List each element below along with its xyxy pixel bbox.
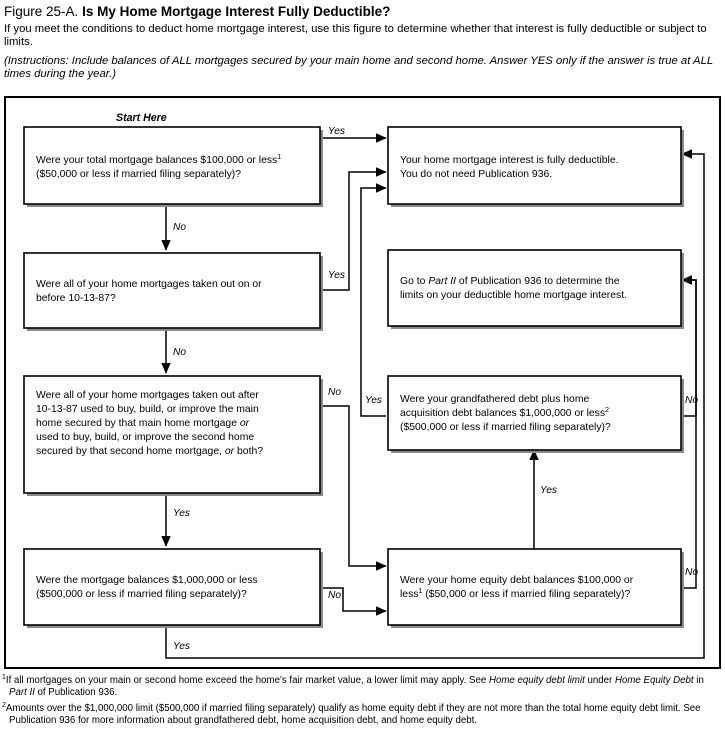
footnote-1-text-d: of Publication 936.	[34, 686, 118, 698]
edge-q3-no	[321, 405, 387, 571]
page-title: Figure 25-A. Is My Home Mortgage Interes…	[4, 4, 719, 20]
footnote-1-italic-3: Part II	[9, 686, 35, 698]
node-q4-line2: ($500,000 or less if married filing sepa…	[36, 589, 247, 600]
footnote-1-italic-2: Home Equity Debt	[614, 675, 694, 687]
footnote-2-marker: 2	[2, 702, 6, 710]
node-q2-line2: before 10-13-87?	[36, 293, 116, 304]
edge-label-q5-yes: Yes	[365, 395, 382, 406]
node-r1-line2: You do not need Publication 936.	[400, 169, 552, 180]
edge-label-q1-yes: Yes	[328, 126, 345, 137]
node-q4-line1: Were the mortgage balances $1,000,000 or…	[36, 575, 258, 586]
node-q6[interactable]: Were your home equity debt balances $100…	[387, 548, 684, 628]
node-q3[interactable]: Were all of your home mortgages taken ou…	[23, 375, 323, 496]
node-q3-line4: used to buy, build, or improve the secon…	[36, 432, 254, 443]
node-q4[interactable]: Were the mortgage balances $1,000,000 or…	[23, 548, 323, 628]
node-q1-line1: Were your total mortgage balances $100,0…	[36, 154, 281, 166]
edge-label-q3-no: No	[328, 387, 341, 398]
flowchart-frame: Start Here Were your total mortgage bala…	[4, 96, 721, 669]
node-r2-line2: limits on your deductible home mortgage …	[400, 290, 627, 301]
node-q2[interactable]: Were all of your home mortgages taken ou…	[23, 252, 323, 331]
start-here-label: Start Here	[116, 112, 167, 124]
edge-label-q1-no: No	[173, 222, 186, 233]
node-q6-line1: Were your home equity debt balances $100…	[400, 575, 634, 586]
node-q5[interactable]: Were your grandfathered debt plus home a…	[387, 375, 684, 453]
footnote-1-text-c: in	[693, 675, 704, 687]
node-r2-line1: Go to Part II of Publication 936 to dete…	[400, 276, 620, 287]
node-q5-line3: ($500,000 or less if married filing sepa…	[400, 422, 611, 433]
figure-instructions: (Instructions: Include balances of ALL m…	[4, 54, 713, 81]
node-r1-line1: Your home mortgage interest is fully ded…	[400, 155, 619, 166]
flowchart-svg: Start Here Were your total mortgage bala…	[23, 112, 705, 659]
edge-label-q3-yes: Yes	[173, 508, 190, 519]
edge-q6-no	[681, 275, 697, 589]
node-q2-line1: Were all of your home mortgages taken ou…	[36, 279, 262, 290]
footnote-1-italic-1: Home equity debt limit	[488, 675, 585, 687]
node-q5-line2: acquisition debt balances $1,000,000 or …	[400, 407, 609, 419]
node-r1[interactable]: Your home mortgage interest is fully ded…	[387, 126, 684, 207]
node-q1-line2: ($50,000 or less if married filing separ…	[36, 169, 241, 180]
footnote-2: 2Amounts over the $1,000,000 limit ($500…	[2, 700, 723, 726]
edge-label-q5-no: No	[685, 395, 698, 406]
node-q6-line2: less1 ($50,000 or less if married filing…	[400, 588, 631, 600]
edge-label-q2-no: No	[173, 347, 186, 358]
figure-label: Figure 25-A.	[4, 4, 79, 19]
flow-edges	[161, 133, 705, 659]
edge-label-q6-no: No	[685, 567, 698, 578]
footnote-1: 1If all mortgages on your main or second…	[2, 672, 723, 698]
edge-label-q4-no: No	[328, 590, 341, 601]
footnote-1-marker: 1	[2, 674, 6, 681]
edge-q2-yes	[321, 167, 387, 291]
node-q1[interactable]: Were your total mortgage balances $100,0…	[23, 126, 323, 207]
edge-q4-yes	[165, 149, 705, 659]
flow-edge-labels: Yes No Yes No No Yes No Yes Yes No Yes N…	[173, 126, 698, 652]
node-q5-line1: Were your grandfathered debt plus home	[400, 394, 589, 405]
footnote-1-text-a: If all mortgages on your main or second …	[5, 675, 489, 687]
figure-intro: If you meet the conditions to deduct hom…	[4, 23, 707, 49]
figure-header: Figure 25-A. Is My Home Mortgage Interes…	[0, 0, 725, 82]
edge-label-q2-yes: Yes	[328, 270, 345, 281]
edge-q5-yes	[360, 183, 387, 417]
figure-title-text: Is My Home Mortgage Interest Fully Deduc…	[82, 4, 391, 19]
edge-label-q6-yes: Yes	[540, 485, 557, 496]
node-q3-line1: Were all of your home mortgages taken ou…	[36, 390, 259, 401]
footnotes: 1If all mortgages on your main or second…	[2, 672, 723, 729]
node-q3-line5: secured by that second home mortgage, or…	[36, 446, 263, 457]
node-q3-line3: home secured by that main home mortgage …	[36, 418, 250, 429]
footnote-1-text-b: under	[584, 675, 615, 687]
node-q3-line2: 10-13-87 used to buy, build, or improve …	[36, 404, 259, 415]
edge-q4-no	[321, 587, 387, 616]
edge-label-q4-yes: Yes	[173, 641, 190, 652]
node-r2[interactable]: Go to Part II of Publication 936 to dete…	[387, 249, 684, 329]
footnote-2-text: Amounts over the $1,000,000 limit ($500,…	[5, 703, 701, 727]
